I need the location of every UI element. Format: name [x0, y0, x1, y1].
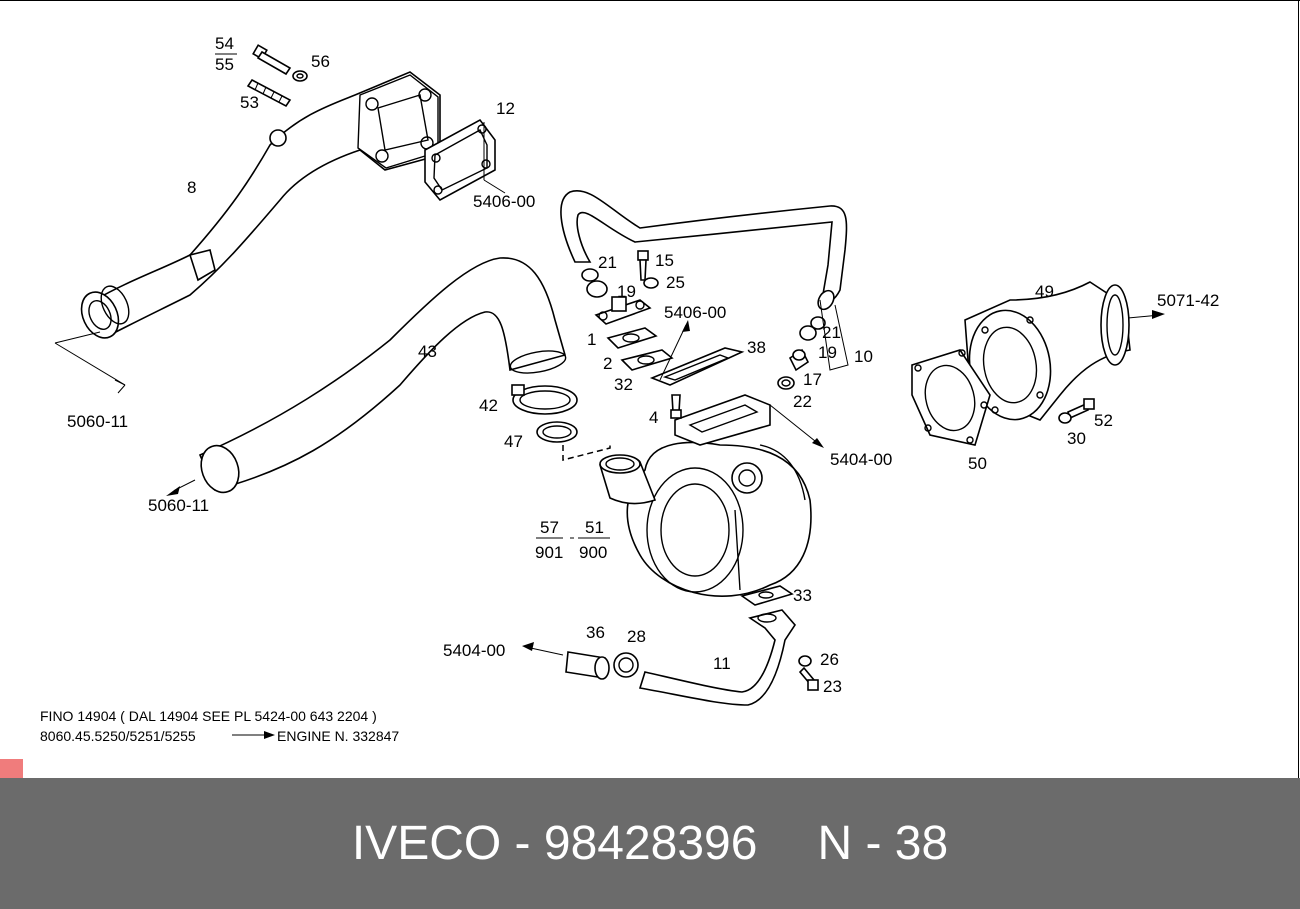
label-52: 52 — [1094, 411, 1113, 430]
part-49-exhaust-elbow — [964, 281, 1131, 421]
label-5060-11-b: 5060-11 — [148, 496, 209, 515]
dashed-alignment-line — [562, 443, 611, 461]
label-38: 38 — [747, 338, 766, 357]
part-22-washer — [777, 376, 795, 390]
label-30: 30 — [1067, 429, 1086, 448]
footer-part-number: IVECO - 98428396 — [351, 817, 758, 870]
part-43-intake-pipe — [198, 257, 567, 494]
label-11: 11 — [713, 654, 731, 673]
leader-lines — [54, 53, 1165, 739]
label-4: 4 — [649, 408, 658, 427]
part-42-clamp — [511, 384, 578, 415]
part-17-union — [788, 348, 810, 372]
label-5404-00-a: 5404-00 — [830, 450, 892, 469]
label-19-a: 19 — [617, 282, 636, 301]
label-36: 36 — [586, 623, 605, 642]
label-33: 33 — [793, 586, 812, 605]
label-32: 32 — [614, 375, 633, 394]
part-47-oring — [536, 421, 578, 443]
right-border — [1298, 0, 1299, 778]
turbocharger-body — [599, 394, 812, 597]
top-border — [0, 0, 1300, 1]
label-53: 53 — [240, 93, 259, 112]
label-21-a: 21 — [598, 253, 617, 272]
label-54: 54 — [215, 34, 234, 53]
part-50-gasket — [911, 349, 991, 446]
part-8-exhaust-pipe — [80, 71, 441, 339]
label-57: 57 — [540, 518, 559, 537]
part-28-clamp — [613, 652, 639, 678]
label-56: 56 — [311, 52, 330, 71]
label-5406-00-a: 5406-00 — [473, 192, 535, 211]
part-21-fitting-right — [810, 316, 826, 330]
label-1: 1 — [587, 330, 596, 349]
part-10-oil-pipe — [560, 190, 848, 311]
label-28: 28 — [627, 627, 646, 646]
part-52-bolt — [1067, 398, 1095, 420]
label-900: 900 — [579, 543, 607, 562]
applicability-notes: FINO 14904 ( DAL 14904 SEE PL 5424-00 64… — [40, 708, 399, 744]
label-49: 49 — [1035, 282, 1054, 301]
part-36-hose — [565, 651, 610, 680]
note-line-2-engine: ENGINE N. 332847 — [277, 728, 399, 744]
label-21-b: 21 — [822, 323, 841, 342]
part-25-washer — [643, 277, 659, 289]
label-17: 17 — [803, 370, 822, 389]
label-5071-42: 5071-42 — [1157, 291, 1219, 310]
label-50: 50 — [968, 454, 987, 473]
footer-page-ref: N - 38 — [817, 817, 949, 870]
part-19-flange — [594, 296, 652, 325]
part-labels: 54 55 56 53 12 8 5406-00 43 5060-11 5060… — [67, 34, 1219, 696]
label-19-b: 19 — [818, 343, 837, 362]
label-43: 43 — [418, 342, 437, 361]
note-line-2-models: 8060.45.5250/5251/5255 — [40, 728, 196, 744]
part-15-bolt — [637, 250, 649, 281]
part-11-oil-return-pipe — [638, 609, 797, 706]
label-51: 51 — [585, 518, 604, 537]
exploded-parts-diagram: 54 55 56 53 12 8 5406-00 43 5060-11 5060… — [40, 34, 1219, 744]
label-23: 23 — [823, 677, 842, 696]
part-38-gasket — [649, 347, 745, 386]
part-2-gasket — [620, 349, 674, 371]
label-8: 8 — [187, 178, 196, 197]
label-5406-00-b: 5406-00 — [664, 303, 726, 322]
label-15: 15 — [655, 251, 674, 270]
label-55: 55 — [215, 55, 234, 74]
part-54-bolt — [252, 44, 292, 76]
note-line-1: FINO 14904 ( DAL 14904 SEE PL 5424-00 64… — [40, 708, 377, 724]
label-2: 2 — [603, 354, 612, 373]
footer-banner: IVECO - 98428396 N - 38 — [0, 778, 1300, 909]
part-21-fitting-top — [581, 268, 608, 298]
part-56-washer — [292, 70, 308, 82]
label-901: 901 — [535, 543, 563, 562]
label-10: 10 — [854, 347, 873, 366]
label-26: 26 — [820, 650, 839, 669]
part-33-gasket — [740, 585, 794, 606]
corner-marker — [0, 759, 23, 778]
label-47: 47 — [504, 432, 523, 451]
label-12: 12 — [496, 99, 515, 118]
label-5404-00-b: 5404-00 — [443, 641, 505, 660]
part-1-gasket — [606, 327, 658, 349]
part-19-banjo-right — [799, 325, 817, 341]
part-4-bolt — [670, 394, 682, 419]
label-25: 25 — [666, 273, 685, 292]
part-26-washer — [798, 655, 812, 667]
label-5060-11-a: 5060-11 — [67, 412, 128, 431]
part-12-gasket — [424, 118, 496, 202]
part-23-bolt — [798, 666, 819, 691]
part-30-washer — [1058, 412, 1072, 424]
label-42: 42 — [479, 396, 498, 415]
label-22: 22 — [793, 392, 812, 411]
part-53-stud — [246, 78, 292, 108]
